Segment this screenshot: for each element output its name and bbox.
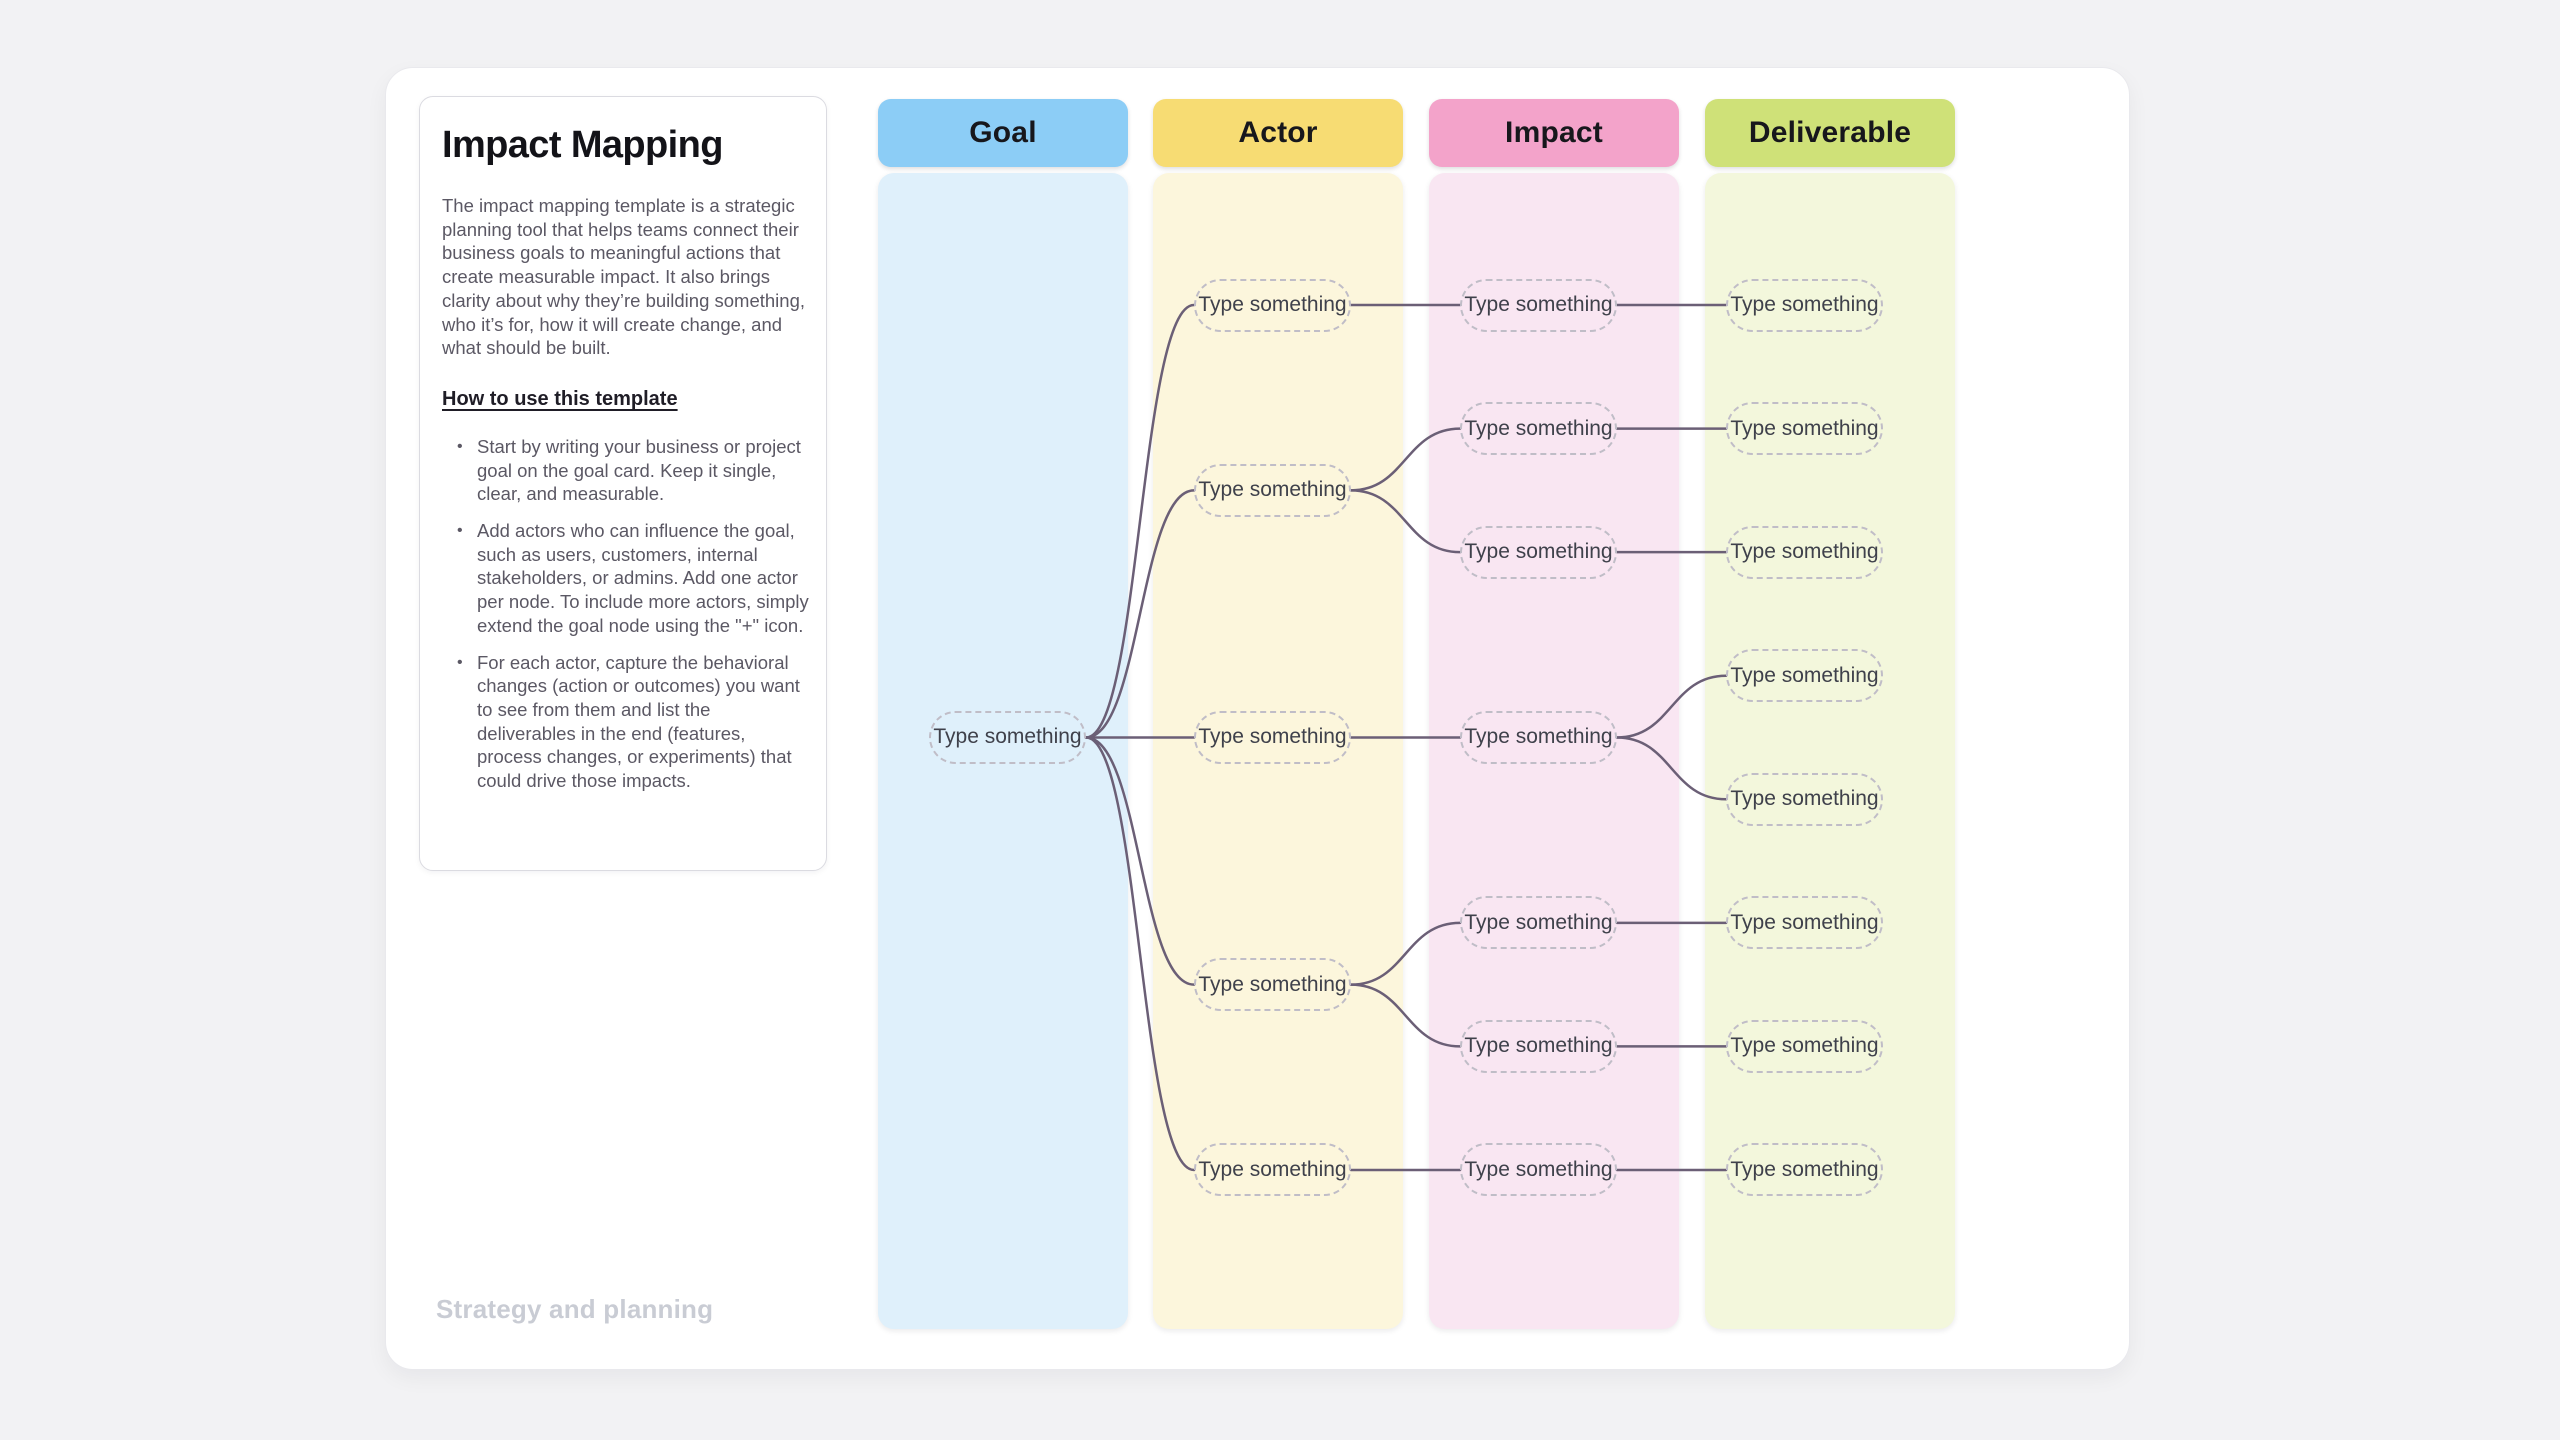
node-deliverable-5[interactable]: Type something xyxy=(1726,772,1883,826)
template-board: Impact Mapping The impact mapping templa… xyxy=(385,67,2130,1370)
column-body-deliverable xyxy=(1705,173,1955,1329)
node-impact-6[interactable]: Type something xyxy=(1460,1019,1617,1073)
node-actor-3[interactable]: Type something xyxy=(1194,710,1351,764)
node-actor-4[interactable]: Type something xyxy=(1194,958,1351,1012)
category-label: Strategy and planning xyxy=(436,1294,714,1324)
page-title: Impact Mapping xyxy=(442,124,723,166)
node-actor-1[interactable]: Type something xyxy=(1194,278,1351,332)
how-to-step-3: For each actor, capture the behavioral c… xyxy=(455,651,813,793)
template-description: The impact mapping template is a strateg… xyxy=(442,195,805,359)
node-actor-5[interactable]: Type something xyxy=(1194,1143,1351,1197)
how-to-list: Start by writing your business or projec… xyxy=(442,435,809,793)
how-to-heading: How to use this template xyxy=(442,387,678,410)
node-deliverable-6[interactable]: Type something xyxy=(1726,896,1883,950)
how-to-step-2: Add actors who can influence the goal, s… xyxy=(455,519,813,638)
node-actor-2[interactable]: Type something xyxy=(1194,463,1351,517)
column-header-actor[interactable]: Actor xyxy=(1153,99,1403,167)
node-impact-2[interactable]: Type something xyxy=(1460,402,1617,456)
how-to-step-1: Start by writing your business or projec… xyxy=(455,435,813,506)
node-impact-7[interactable]: Type something xyxy=(1460,1143,1617,1197)
node-impact-4[interactable]: Type something xyxy=(1460,710,1617,764)
node-deliverable-7[interactable]: Type something xyxy=(1726,1019,1883,1073)
node-impact-3[interactable]: Type something xyxy=(1460,525,1617,579)
column-header-impact[interactable]: Impact xyxy=(1429,99,1679,167)
node-impact-5[interactable]: Type something xyxy=(1460,896,1617,950)
node-deliverable-3[interactable]: Type something xyxy=(1726,525,1883,579)
node-deliverable-8[interactable]: Type something xyxy=(1726,1143,1883,1197)
node-goal-1[interactable]: Type something xyxy=(929,710,1086,764)
node-deliverable-1[interactable]: Type something xyxy=(1726,278,1883,332)
node-deliverable-4[interactable]: Type something xyxy=(1726,649,1883,703)
column-header-deliverable[interactable]: Deliverable xyxy=(1705,99,1955,167)
node-deliverable-2[interactable]: Type something xyxy=(1726,402,1883,456)
column-header-goal[interactable]: Goal xyxy=(878,99,1128,167)
template-info-card: Impact Mapping The impact mapping templa… xyxy=(419,96,827,871)
node-impact-1[interactable]: Type something xyxy=(1460,278,1617,332)
